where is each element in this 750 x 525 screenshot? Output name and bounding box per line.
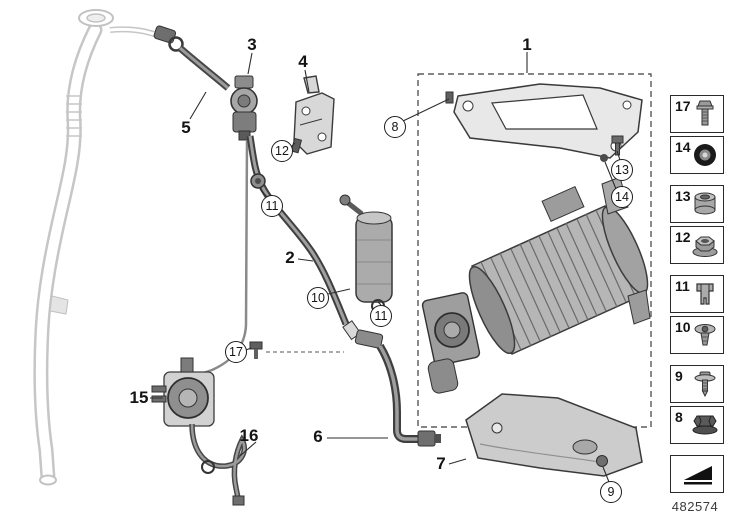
legend-item-11[interactable]: 11: [670, 275, 724, 313]
push-rivet-icon: [694, 324, 716, 346]
bushing-icon: [694, 192, 716, 215]
legend-item-13[interactable]: 13: [670, 185, 724, 223]
callout-16[interactable]: 16: [239, 426, 259, 445]
shutoff-valve: [230, 75, 258, 141]
diagram-part-number: 482574: [671, 499, 719, 514]
direction-arrow-icon: [684, 466, 712, 485]
legend-item-10[interactable]: 10: [670, 316, 724, 354]
legend-number: 11: [675, 278, 690, 294]
legend-number: 14: [675, 139, 691, 155]
mounting-screw-17: [249, 341, 263, 359]
callout-15[interactable]: 15: [129, 388, 149, 407]
flange-nut-side-icon: [692, 415, 718, 435]
fastener-legend: 17 14 13: [670, 95, 726, 496]
callout-leader-lines: [150, 52, 621, 483]
callout-11-circled-a[interactable]: 11: [261, 195, 283, 217]
callout-14-circled[interactable]: 14: [611, 186, 633, 208]
grommet-icon: [694, 144, 716, 166]
callout-7[interactable]: 7: [436, 454, 446, 473]
hex-bolt-icon: [696, 100, 714, 126]
valve-bracket: [290, 75, 335, 155]
callout-10-circled[interactable]: 10: [307, 287, 329, 309]
callout-5[interactable]: 5: [181, 118, 191, 137]
canister-cover: [465, 393, 643, 477]
canister-mounting-bracket: [445, 83, 643, 162]
vent-valve-item15: [151, 357, 215, 427]
callout-8-circled[interactable]: 8: [384, 116, 406, 138]
callout-11-circled-b[interactable]: 11: [370, 305, 392, 327]
legend-number: 10: [675, 319, 691, 335]
legend-item-12[interactable]: 12: [670, 226, 724, 264]
vent-pipe-item2: [246, 135, 362, 341]
vent-filter-cylinder: [339, 194, 393, 313]
vent-line-item16: [189, 423, 248, 506]
vent-hose-upper: [153, 25, 231, 91]
legend-number: 17: [675, 98, 691, 114]
legend-item-direction[interactable]: [670, 455, 724, 493]
callout-6[interactable]: 6: [313, 427, 323, 446]
washer-screw-icon: [694, 371, 716, 398]
callout-9-circled[interactable]: 9: [600, 481, 622, 503]
thin-vent-line: [197, 139, 249, 377]
clip-icon: [696, 283, 714, 305]
leak-diagnosis-pump: [421, 292, 481, 394]
carbon-canister: [468, 176, 651, 355]
callout-17-circled[interactable]: 17: [225, 341, 247, 363]
legend-item-17[interactable]: 17: [670, 95, 724, 133]
callout-12-circled[interactable]: 12: [271, 140, 293, 162]
callout-4[interactable]: 4: [298, 52, 308, 71]
legend-number: 12: [675, 229, 691, 245]
vent-hose-lower: [354, 329, 441, 447]
legend-number: 9: [675, 368, 683, 384]
callout-1[interactable]: 1: [522, 35, 532, 54]
legend-number: 8: [675, 409, 683, 425]
legend-item-8[interactable]: 8: [670, 406, 724, 444]
callout-13-circled[interactable]: 13: [611, 159, 633, 181]
fuel-filler-pipe: [33, 9, 164, 486]
legend-item-14[interactable]: 14: [670, 136, 724, 174]
callout-3[interactable]: 3: [247, 35, 257, 54]
legend-item-9[interactable]: 9: [670, 365, 724, 403]
legend-number: 13: [675, 188, 691, 204]
flange-nut-icon: [692, 236, 718, 257]
callout-2[interactable]: 2: [285, 248, 295, 267]
